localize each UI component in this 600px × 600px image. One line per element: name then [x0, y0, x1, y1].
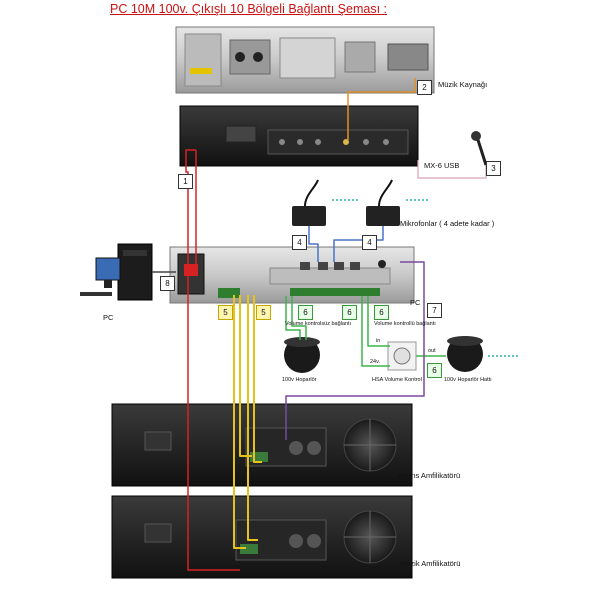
handheld-microphone	[471, 131, 488, 166]
label-volume-control: HSA Volume Kontrol	[372, 377, 422, 383]
label-volume-link-right: Volume kontrollü bağlantı	[374, 321, 436, 327]
announce-amplifier	[111, 403, 413, 487]
label-speaker-line: 100v Hoparlör Hattı	[444, 377, 492, 383]
badge-4a: 4	[292, 235, 307, 250]
label-mx6-usb: MX-6 USB	[424, 161, 460, 170]
badge-3: 3	[486, 161, 501, 176]
badge-4b: 4	[362, 235, 377, 250]
label-announce-amplifier: Anons Amfilikatörü	[398, 471, 461, 480]
diagram-title: PC 10M 100v. Çıkışlı 10 Bölgeli Bağlantı…	[110, 2, 387, 16]
pc10m-unit	[169, 246, 415, 304]
desk-microphone-2	[366, 179, 400, 226]
badge-6a: 6	[298, 305, 313, 320]
label-in: in	[376, 338, 381, 344]
music-source-device	[175, 26, 435, 94]
badge-7: 7	[427, 303, 442, 318]
label-pc-unit: PC	[410, 298, 421, 307]
speaker-left	[284, 337, 320, 373]
label-out: out	[428, 348, 436, 354]
label-music-source: Müzik Kaynağı	[438, 80, 488, 89]
badge-1: 1	[178, 174, 193, 189]
badge-8: 8	[160, 276, 175, 291]
badge-6b: 6	[342, 305, 357, 320]
desk-microphone-1	[292, 179, 326, 226]
wiring	[152, 78, 487, 571]
badge-2: 2	[417, 80, 432, 95]
badge-5b: 5	[256, 305, 271, 320]
mx6-usb-device	[179, 105, 419, 167]
speaker-right	[447, 336, 483, 372]
badge-5a: 5	[218, 305, 233, 320]
label-volume-link-left: Volume kontrolsüz bağlantı	[285, 321, 352, 327]
badge-6c: 6	[374, 305, 389, 320]
label-speaker-left: 100v Hoparlör	[282, 377, 317, 383]
hsa-volume-control	[387, 341, 417, 371]
label-music-amplifier: Müzik Amfilikatörü	[400, 559, 461, 568]
label-microphones: Mikrofonlar ( 4 adete kadar )	[400, 219, 495, 228]
badge-6d: 6	[427, 363, 442, 378]
label-pc: PC	[103, 313, 114, 322]
music-amplifier	[111, 495, 413, 579]
pc-computer	[80, 243, 153, 301]
label-24v: 24v.	[370, 359, 380, 365]
